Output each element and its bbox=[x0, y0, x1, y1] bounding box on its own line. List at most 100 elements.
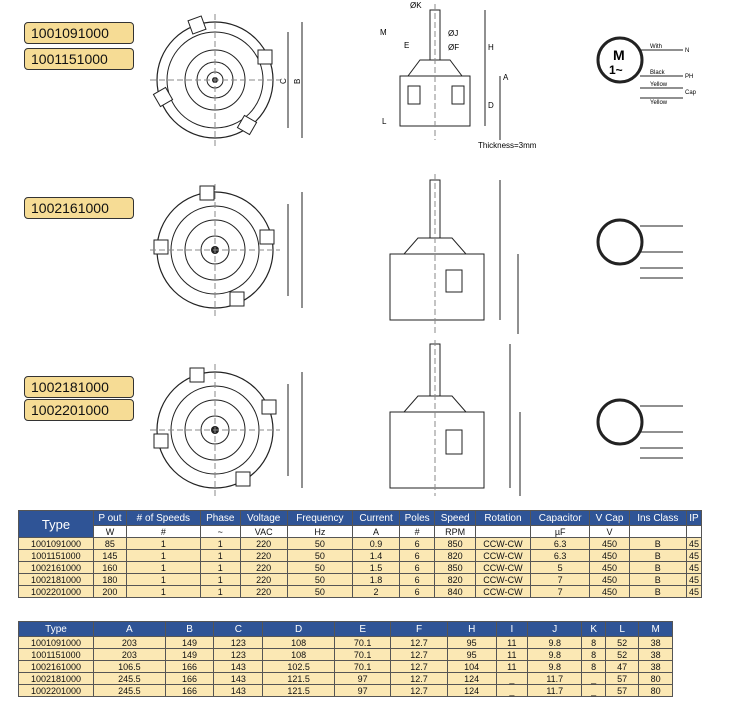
table-cell: 149 bbox=[164, 648, 215, 661]
table-cell: CCW-CW bbox=[475, 549, 531, 562]
model-label-1002181000: 1002181000 bbox=[24, 376, 134, 398]
table-cell: 108 bbox=[262, 636, 335, 649]
front-view-drawing-2 bbox=[150, 184, 303, 316]
table-cell: 9.8 bbox=[527, 648, 583, 661]
table-cell: 1 bbox=[199, 549, 241, 562]
table-cell: 45 bbox=[685, 537, 703, 550]
header-speeds: # of Speeds bbox=[125, 510, 201, 526]
dim-header: H bbox=[446, 621, 497, 637]
header-type: Type bbox=[18, 510, 94, 538]
table-cell: _ bbox=[495, 672, 529, 685]
dim-label-m: M bbox=[380, 28, 387, 37]
table-cell: 0.9 bbox=[352, 537, 400, 550]
wire-yellow-2: Yellow bbox=[650, 100, 668, 106]
table-cell: 12.7 bbox=[390, 672, 448, 685]
table-cell: 52 bbox=[604, 648, 640, 661]
table-cell: 12.7 bbox=[390, 648, 448, 661]
table-cell: 38 bbox=[638, 660, 673, 673]
table-cell: 12.7 bbox=[390, 636, 448, 649]
table-cell: 220 bbox=[239, 549, 288, 562]
wiring-diagram-3 bbox=[596, 398, 683, 459]
table-cell: 97 bbox=[333, 684, 392, 697]
table-cell: 7 bbox=[529, 573, 591, 586]
header-poles: Poles bbox=[398, 510, 436, 526]
side-view-drawing-1: ØK M E ØJ ØF H A D L Thickness=3mm bbox=[380, 1, 537, 150]
table-cell: 70.1 bbox=[333, 660, 392, 673]
table-cell: 124 bbox=[446, 672, 497, 685]
dim-header: B bbox=[164, 621, 215, 637]
table-cell: 1001151000 bbox=[18, 648, 94, 661]
unit: # bbox=[398, 525, 436, 538]
unit bbox=[628, 525, 687, 538]
table-cell: 38 bbox=[638, 636, 673, 649]
dim-header: K bbox=[581, 621, 606, 637]
table-cell: 80 bbox=[638, 672, 673, 685]
dim-label-d: D bbox=[488, 101, 494, 110]
table-cell: 6 bbox=[398, 549, 436, 562]
table-cell: 166 bbox=[164, 672, 215, 685]
dim-header: I bbox=[495, 621, 529, 637]
unit bbox=[685, 525, 703, 538]
motor-phase: 1~ bbox=[609, 63, 623, 77]
table-cell: 143 bbox=[213, 672, 264, 685]
table-cell: 1002161000 bbox=[18, 561, 94, 574]
dim-header: D bbox=[262, 621, 335, 637]
table-cell: 97 bbox=[333, 672, 392, 685]
table-cell: 820 bbox=[434, 573, 477, 586]
dim-header: J bbox=[527, 621, 583, 637]
table-cell: 145 bbox=[93, 549, 127, 562]
table-cell: 70.1 bbox=[333, 648, 392, 661]
header-current: Current bbox=[352, 510, 400, 526]
table-cell: 1 bbox=[199, 573, 241, 586]
table-cell: 50 bbox=[286, 585, 354, 598]
table-cell: 1 bbox=[199, 561, 241, 574]
table-cell: 50 bbox=[286, 573, 354, 586]
table-cell: 7 bbox=[529, 585, 591, 598]
table-cell: B bbox=[628, 537, 687, 550]
table-cell: 1002181000 bbox=[18, 672, 94, 685]
dim-label-b: B bbox=[293, 79, 302, 84]
table-cell: 124 bbox=[446, 684, 497, 697]
table-cell: 70.1 bbox=[333, 636, 392, 649]
table-cell: 9.8 bbox=[527, 660, 583, 673]
wire-ph: PH bbox=[685, 74, 693, 80]
table-cell: 1001091000 bbox=[18, 636, 94, 649]
table-cell: 104 bbox=[446, 660, 497, 673]
table-cell: 450 bbox=[589, 561, 630, 574]
side-view-drawing-2 bbox=[389, 174, 519, 334]
dim-label-c: C bbox=[279, 78, 288, 84]
dim-header: A bbox=[93, 621, 166, 637]
dim-label-a: A bbox=[503, 73, 509, 82]
table-cell: 143 bbox=[213, 660, 264, 673]
unit: Hz bbox=[286, 525, 354, 538]
dim-label-k: ØK bbox=[410, 1, 422, 10]
dim-header: C bbox=[213, 621, 264, 637]
dim-label-l: L bbox=[382, 117, 387, 126]
table-cell: 6 bbox=[398, 573, 436, 586]
header-pout: P out bbox=[93, 510, 127, 526]
header-vcap: V Cap bbox=[589, 510, 630, 526]
table-cell: 45 bbox=[685, 585, 703, 598]
table-cell: 850 bbox=[434, 561, 477, 574]
dim-header: F bbox=[390, 621, 448, 637]
table-cell: 6 bbox=[398, 561, 436, 574]
table-cell: 11 bbox=[495, 648, 529, 661]
table-cell: 85 bbox=[93, 537, 127, 550]
table-cell: 9.8 bbox=[527, 636, 583, 649]
table-cell: 203 bbox=[93, 636, 166, 649]
table-cell: 220 bbox=[239, 573, 288, 586]
unit: V bbox=[589, 525, 630, 538]
dim-header: Type bbox=[18, 621, 94, 637]
table-cell: 12.7 bbox=[390, 660, 448, 673]
header-insclass: Ins Class bbox=[628, 510, 687, 526]
table-cell: CCW-CW bbox=[475, 573, 531, 586]
model-label-1002161000: 1002161000 bbox=[24, 197, 134, 219]
wire-n: N bbox=[685, 48, 689, 54]
side-view-drawing-3 bbox=[389, 340, 521, 496]
electrical-spec-table: Type P out # of Speeds Phase Voltage Fre… bbox=[18, 510, 703, 598]
